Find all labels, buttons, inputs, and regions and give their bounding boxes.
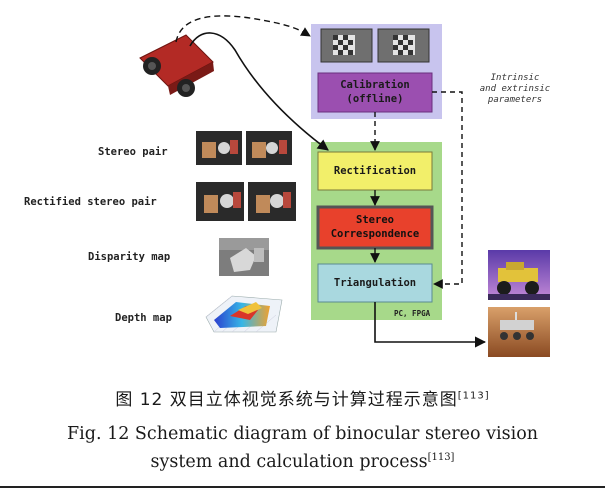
stereo-pair-images xyxy=(196,131,292,165)
stereo-correspondence-box xyxy=(316,205,434,250)
calibration-title: Calibration xyxy=(340,79,410,91)
label-rectified-stereo-pair: Rectified stereo pair xyxy=(24,196,157,208)
parameters-note-line3: parameters xyxy=(487,95,543,105)
caption-english-ref: [113] xyxy=(427,452,455,464)
label-stereo-pair: Stereo pair xyxy=(98,146,168,158)
parameters-note: Intrinsic and extrinsic parameters xyxy=(470,73,560,106)
caption-english-line2-text: system and calculation process xyxy=(150,452,428,472)
rectified-stereo-pair-images xyxy=(196,182,296,221)
caption-english-line1: Fig. 12 Schematic diagram of binocular s… xyxy=(67,424,538,444)
stereo-correspondence-text: Stereo Correspondence xyxy=(318,213,432,241)
calibration-subtitle: (offline) xyxy=(346,93,404,105)
parameters-note-line2: and extrinsic xyxy=(479,84,551,94)
stereo-title: Stereo xyxy=(356,214,394,226)
arrow-parameters-to-triangulation xyxy=(432,91,463,289)
caption-chinese-ref: [113] xyxy=(457,390,490,402)
correspondence-title: Correspondence xyxy=(330,228,420,240)
disparity-map-image xyxy=(219,238,269,276)
rectification-text: Rectification xyxy=(333,165,417,177)
triangulation-text: Triangulation xyxy=(333,277,417,289)
truck-robot-image xyxy=(488,250,550,300)
caption-chinese: 图 12 双目立体视觉系统与计算过程示意图[113] xyxy=(0,385,605,410)
triangulation-box xyxy=(317,263,433,303)
depth-map-image xyxy=(205,295,283,333)
bottom-rule xyxy=(0,486,605,488)
checkerboard-images-icon xyxy=(320,28,430,63)
mars-rover-image xyxy=(488,307,550,357)
label-disparity-map: Disparity map xyxy=(88,251,171,263)
stereo-camera-icon xyxy=(139,34,214,97)
parameters-note-line1: Intrinsic xyxy=(490,73,540,83)
caption-chinese-text: 图 12 双目立体视觉系统与计算过程示意图 xyxy=(115,390,458,410)
arrow-camera-to-rectification xyxy=(189,32,329,151)
platform-label: PC, FPGA xyxy=(394,309,431,318)
arrow-output-to-robots xyxy=(374,302,487,348)
calibration-text: Calibration (offline) xyxy=(318,78,432,106)
stereo-vision-diagram xyxy=(139,15,550,357)
label-depth-map: Depth map xyxy=(115,312,172,324)
caption-english-line2: system and calculation process[113] xyxy=(0,452,605,472)
arrow-camera-to-calibration xyxy=(175,15,311,43)
rectification-box xyxy=(317,151,433,191)
